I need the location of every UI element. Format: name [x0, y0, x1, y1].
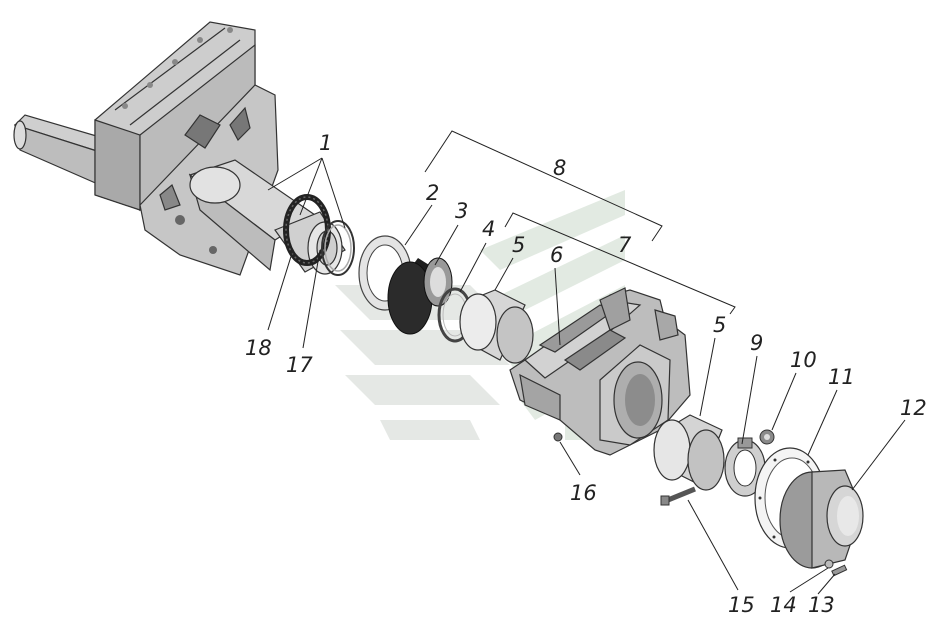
part-6-knuckle-housing — [509, 287, 691, 456]
callout-4: 4 — [482, 217, 495, 241]
part-5-bushing-right — [653, 414, 725, 491]
part-16-fitting — [553, 432, 563, 442]
callout-10: 10 — [790, 348, 817, 372]
callout-17: 17 — [286, 353, 313, 377]
part-9-clamp-nut — [724, 437, 766, 497]
part-15-bolt — [660, 486, 696, 506]
bracket-8 — [424, 130, 663, 242]
callout-3: 3 — [455, 199, 468, 223]
callout-7: 7 — [618, 233, 632, 257]
callout-11: 11 — [828, 365, 855, 389]
part-13-bolt — [831, 564, 848, 577]
callout-15: 15 — [728, 593, 755, 617]
callout-labels: 1 2 3 4 5 6 7 8 5 9 10 11 12 13 14 15 16… — [245, 131, 927, 617]
callout-12: 12 — [900, 396, 927, 420]
callout-5-left: 5 — [512, 233, 525, 257]
leader-lines — [267, 157, 906, 595]
callout-6: 6 — [550, 243, 563, 267]
part-12-hub-cap — [779, 469, 864, 569]
axle-housing — [13, 21, 346, 276]
part-14-washer — [824, 559, 834, 569]
callout-8: 8 — [553, 156, 566, 180]
callout-1: 1 — [319, 131, 332, 155]
callout-18: 18 — [245, 336, 272, 360]
callout-2: 2 — [426, 181, 439, 205]
part-10-nut — [759, 429, 775, 445]
callout-13: 13 — [808, 593, 835, 617]
callout-16: 16 — [570, 481, 597, 505]
callout-5-right: 5 — [713, 313, 726, 337]
part-17-thin-ring — [321, 220, 355, 276]
callout-9: 9 — [750, 331, 763, 355]
callout-14: 14 — [770, 593, 797, 617]
bracket-7 — [504, 212, 736, 315]
part-5-bushing-left — [459, 289, 534, 364]
